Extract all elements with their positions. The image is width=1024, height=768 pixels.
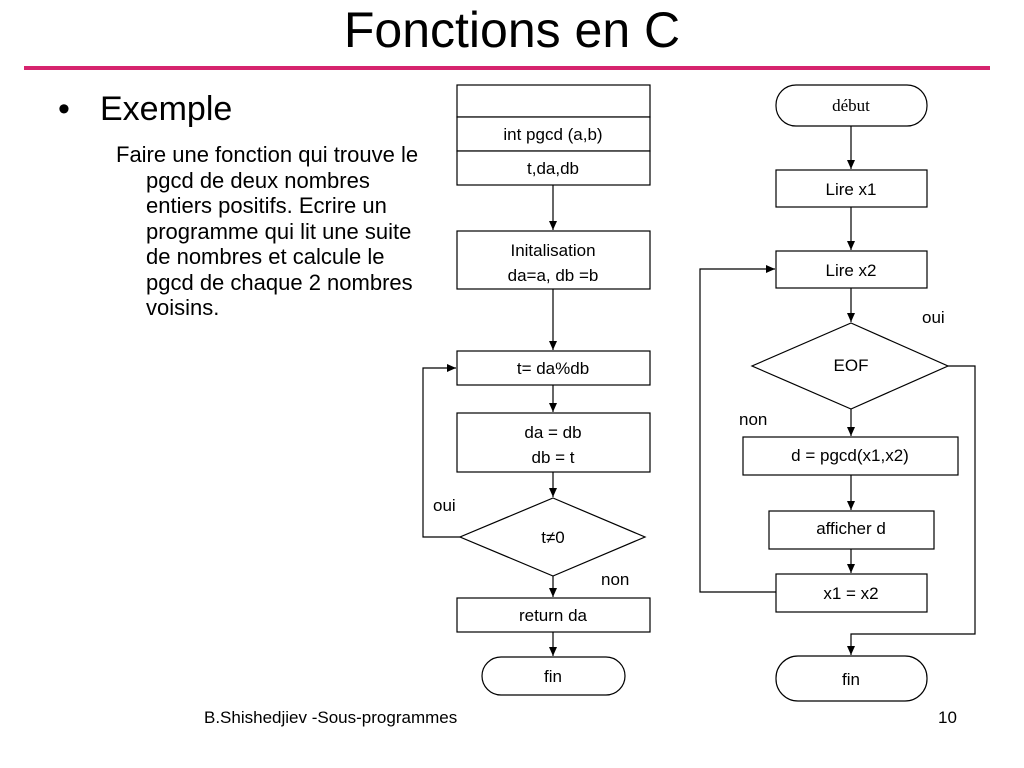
function-locals-box [456, 150, 651, 186]
init-line-1: Initalisation [510, 241, 595, 260]
function-signature-box [456, 116, 651, 152]
compute-step: d = pgcd(x1,x2) [791, 446, 909, 465]
function-signature: int pgcd (a,b) [503, 125, 602, 144]
condition-text: t≠0 [541, 528, 565, 547]
main-flowchart: début Lire x1 Lire x2 EOF oui non d = pg… [699, 84, 976, 702]
bullet-heading: • Exemple [58, 88, 232, 130]
main-end-terminal [775, 655, 928, 702]
assign-step: x1 = x2 [823, 584, 878, 603]
function-yes-label: oui [433, 496, 456, 515]
start-label: début [832, 96, 870, 115]
return-step: return da [519, 606, 588, 625]
title-divider [24, 66, 990, 70]
swap-line-2: db = t [531, 448, 574, 467]
swap-line-1: da = db [524, 423, 581, 442]
footer-author: B.Shishedjiev -Sous-programmes [204, 708, 458, 727]
page-number: 10 [938, 708, 957, 727]
function-flowchart: int pgcd (a,b) t,da,db Initalisation da=… [422, 84, 651, 696]
read-x2: Lire x2 [825, 261, 876, 280]
slide-title: Fonctions en C [343, 2, 681, 58]
return-box [456, 597, 651, 633]
function-end-terminal [481, 656, 626, 696]
read-x2-box [775, 250, 928, 289]
swap-box [456, 412, 651, 473]
init-line-2: da=a, db =b [508, 266, 599, 285]
compute-box [742, 436, 959, 476]
assign-box [775, 573, 928, 613]
bullet-dot: • [58, 90, 70, 128]
print-box [768, 510, 935, 550]
eof-condition: EOF [834, 356, 869, 375]
print-step: afficher d [816, 519, 886, 538]
function-no-label: non [601, 570, 629, 589]
function-end-label: fin [544, 667, 562, 686]
main-no-label: non [739, 410, 767, 429]
eof-yes-arrow [847, 365, 976, 655]
read-x1: Lire x1 [825, 180, 876, 199]
function-locals: t,da,db [527, 159, 579, 178]
exercise-description: Faire une fonction qui trouve le pgcd de… [116, 142, 419, 320]
bullet-text: Exemple [100, 90, 233, 128]
read-x1-box [775, 169, 928, 208]
function-header-top [456, 84, 651, 118]
main-yes-label: oui [922, 308, 945, 327]
loop-back-to-read-x2 [699, 265, 776, 593]
main-end-label: fin [842, 670, 860, 689]
mod-step: t= da%db [517, 359, 589, 378]
loop-back-arrow [422, 364, 460, 538]
init-box [456, 230, 651, 290]
